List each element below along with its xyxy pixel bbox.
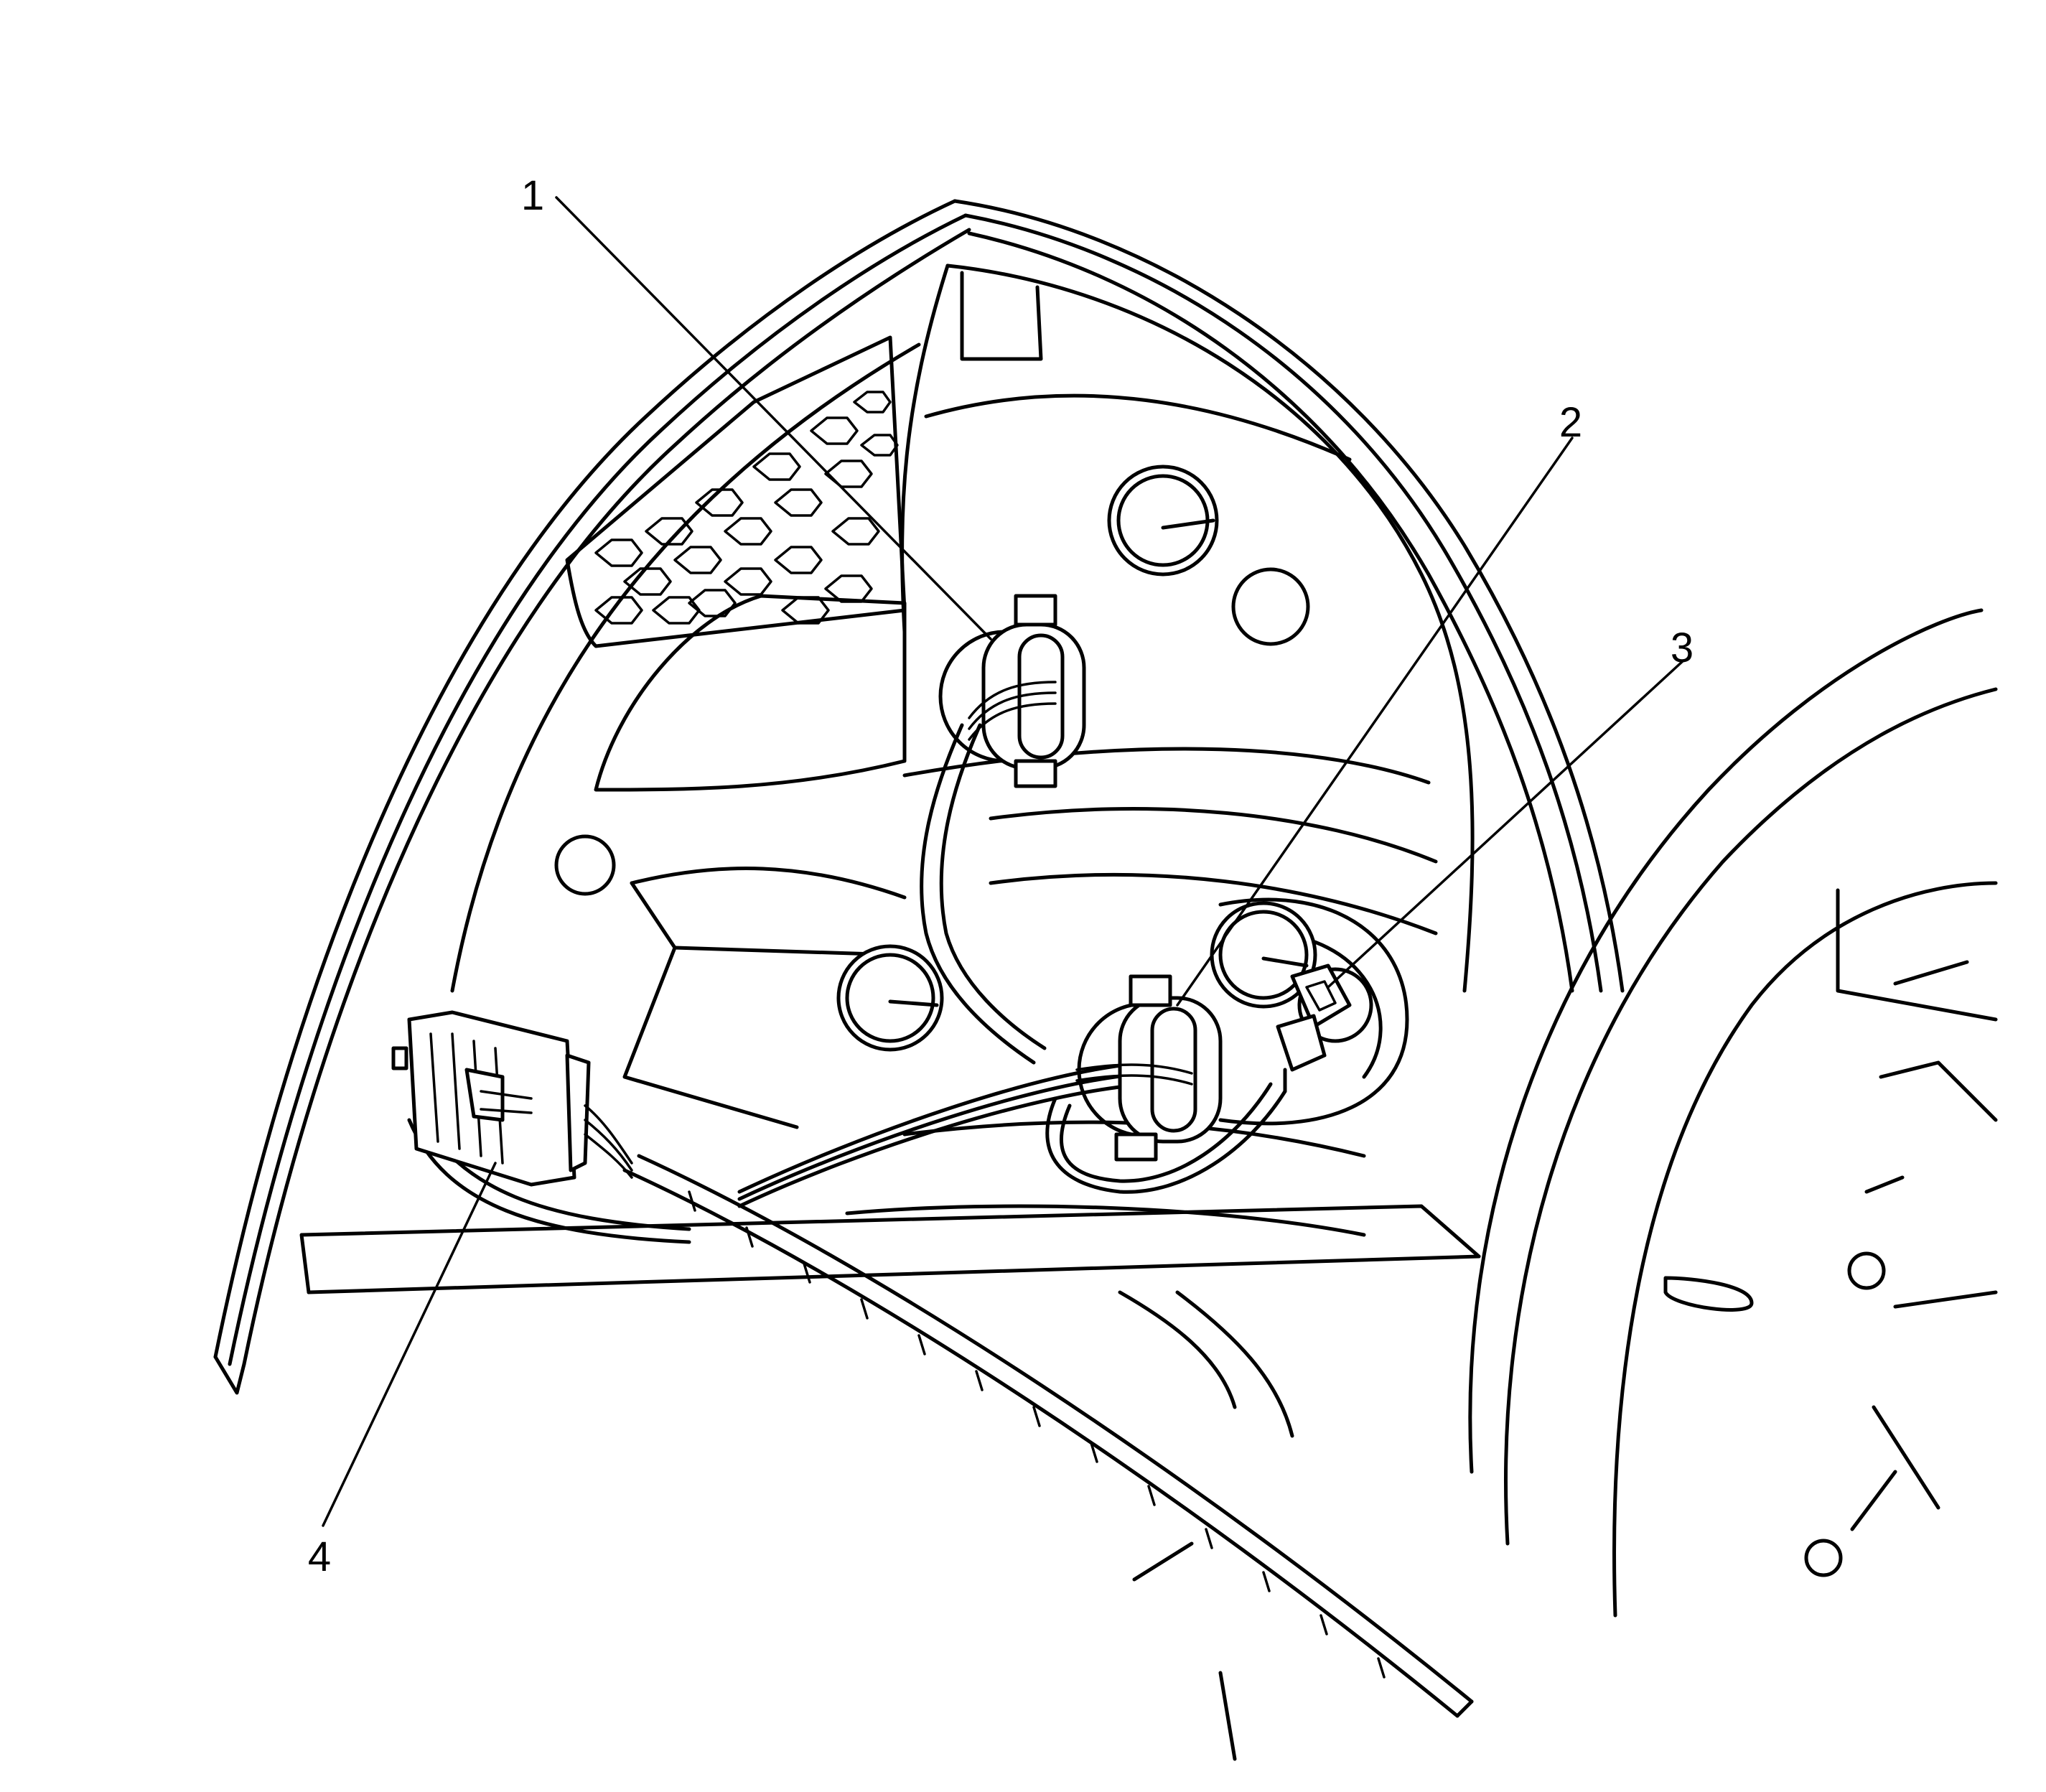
- connector-1: [938, 594, 1086, 788]
- callout-4: 4: [308, 1534, 331, 1580]
- honeycomb-vent: [565, 335, 907, 648]
- leader-line-2: [1176, 437, 1574, 1007]
- callout-2: 2: [1559, 399, 1582, 446]
- callout-3: 3: [1671, 625, 1694, 671]
- connector-4: [391, 1010, 633, 1187]
- bulb-sockets: [554, 465, 1317, 1052]
- leader-line-4: [322, 1162, 497, 1527]
- leader-lines: [322, 196, 1685, 1527]
- callouts: 1 2 3 4: [308, 172, 1694, 1580]
- wiring-harness: [407, 723, 1474, 1718]
- leader-line-1: [555, 196, 992, 640]
- connector-2: [1075, 974, 1223, 1162]
- callout-1: 1: [521, 172, 544, 219]
- leader-line-3: [1327, 659, 1685, 989]
- lamp-housing: [299, 263, 1481, 1294]
- wheel-well: [1118, 608, 1998, 1761]
